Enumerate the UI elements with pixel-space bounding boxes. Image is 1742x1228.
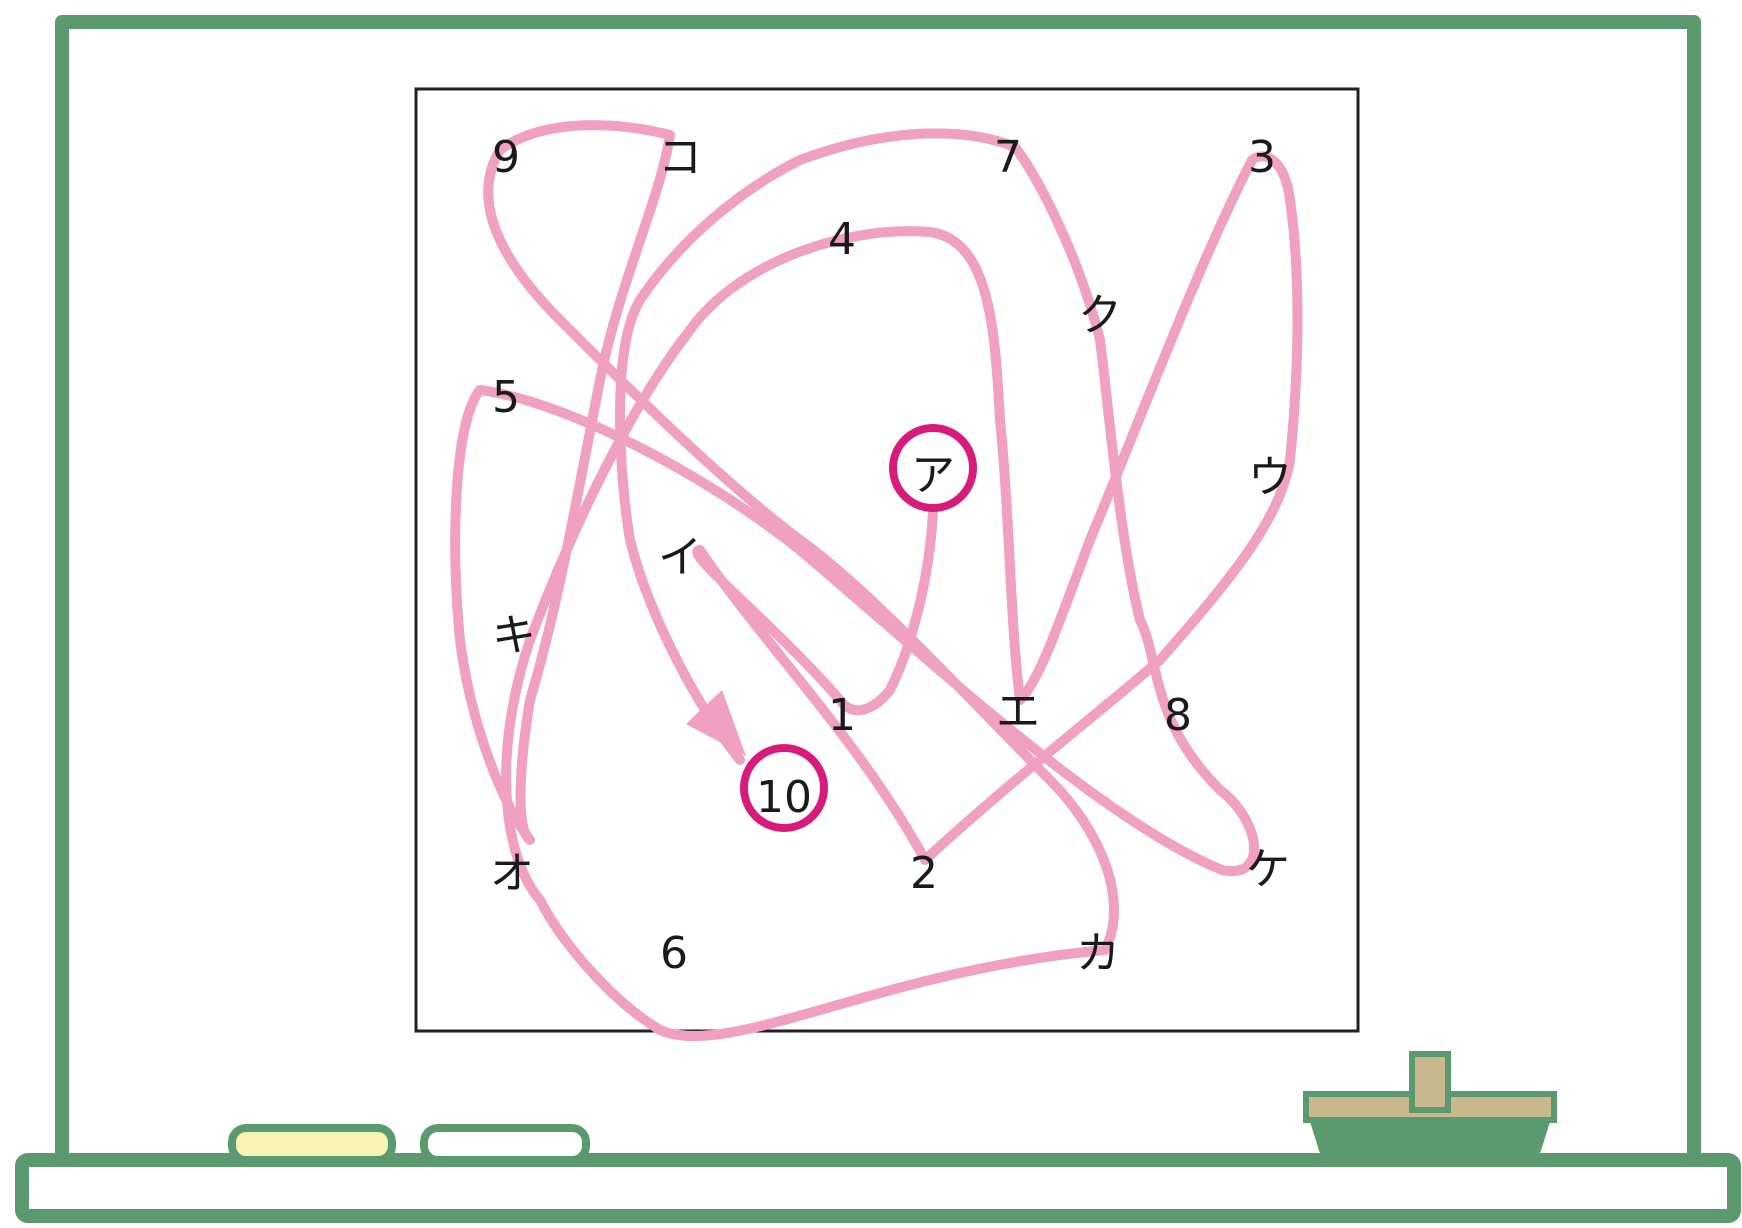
white-chalk (424, 1128, 586, 1160)
label-9: 9 (492, 132, 520, 183)
label-1: 1 (828, 690, 856, 741)
chalk-tray (22, 1160, 1734, 1216)
label-ko: コ (658, 132, 702, 183)
label-7: 7 (994, 132, 1022, 183)
label-ki: キ (492, 610, 536, 661)
label-2: 2 (910, 848, 938, 899)
label-ku: ク (1078, 290, 1122, 341)
label-e: エ (996, 686, 1040, 737)
label-i: イ (658, 532, 702, 583)
label-10: 10 (756, 772, 812, 823)
label-8: 8 (1164, 690, 1192, 741)
label-u: ウ (1248, 452, 1292, 503)
label-4: 4 (828, 214, 856, 265)
label-ka: カ (1076, 928, 1120, 979)
yellow-chalk (232, 1128, 392, 1160)
label-5: 5 (492, 372, 520, 423)
label-ke: ケ (1246, 844, 1290, 895)
label-o: オ (490, 848, 534, 899)
label-3: 3 (1248, 132, 1276, 183)
label-a: ア (911, 450, 955, 501)
label-6: 6 (660, 928, 688, 979)
